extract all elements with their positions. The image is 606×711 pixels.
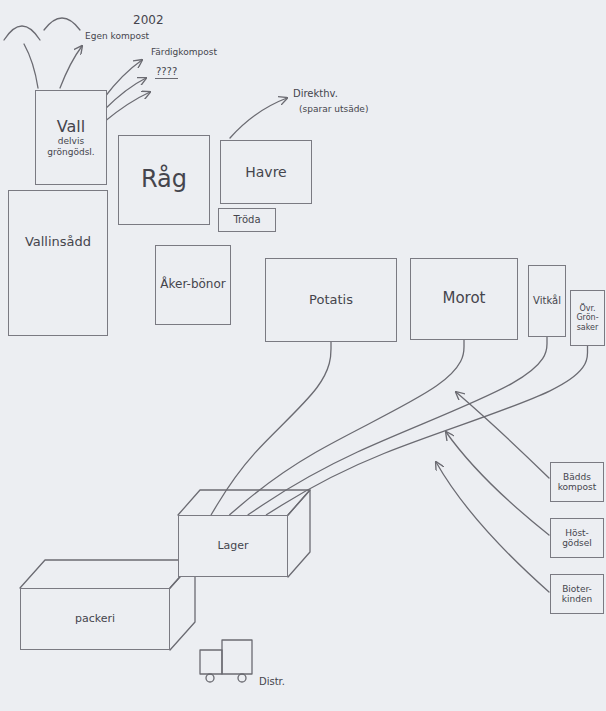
input-sign: Bädds kompost [550,462,604,502]
truck-wheel [238,674,246,682]
note-label: ???? [155,66,178,79]
field-box: Potatis [265,258,397,342]
node-text: delvis gröngödsl. [39,136,103,157]
node-text: Lager [217,540,248,553]
field-box: Övr. Grön-saker [570,290,605,346]
note-label: Egen kompost [84,31,150,41]
node-text: Tröda [233,214,260,226]
field-box: Åker-bönor [155,245,231,325]
node-text: Bädds kompost [553,472,601,493]
input-arrow [436,462,549,592]
field-box: Morot [410,258,518,340]
node-text: Råg [141,166,187,194]
flow-arrow [104,92,150,122]
compost-heap [44,18,80,30]
node-text: Höst-gödsel [553,528,601,549]
truck-box [222,640,252,674]
compost-heap [4,26,40,40]
flow-line [211,342,331,515]
building-wall [288,490,310,577]
flow-line [229,340,464,515]
node-text: Morot [442,290,485,307]
leader-line [24,44,38,88]
truck-wheel [206,674,214,682]
node-text: Potatis [309,293,353,308]
input-arrow [456,392,549,478]
storage-building: Lager [178,515,288,577]
input-sign: Bioter-kinden [550,574,604,614]
fallow-box: Tröda [218,208,276,232]
year-label: 2002 [132,14,165,28]
node-text: Vallinsådd [25,235,91,250]
flow-arrow [104,78,146,110]
node-text: Övr. Grön-saker [572,304,603,332]
note-label: Direkthv. [292,88,339,100]
field-box: Valldelvis gröngödsl. [35,90,107,185]
flow-arrow [230,98,287,138]
packing-building: packeri [20,588,170,650]
node-text: Vall [57,118,85,136]
building-roof [20,560,195,588]
flow-arrow [60,46,82,88]
node-text: packeri [75,613,115,626]
field-box: Råg [118,135,210,225]
note-label: Färdigkompost [150,47,218,57]
node-text: Vitkål [533,295,561,307]
flow-line [266,346,588,515]
node-text: Bioter-kinden [553,584,601,605]
truck-cab [200,650,222,674]
truck-label: Distr. [258,676,286,688]
input-sign: Höst-gödsel [550,518,604,558]
field-box: Vitkål [528,265,566,337]
node-text: Åker-bönor [160,278,225,292]
field-box: Vallinsådd [8,190,108,336]
note-label: (sparar utsäde) [298,104,369,114]
node-text: Havre [245,164,286,180]
field-box: Havre [220,140,312,204]
input-arrow [446,432,549,535]
flow-line [248,337,547,515]
